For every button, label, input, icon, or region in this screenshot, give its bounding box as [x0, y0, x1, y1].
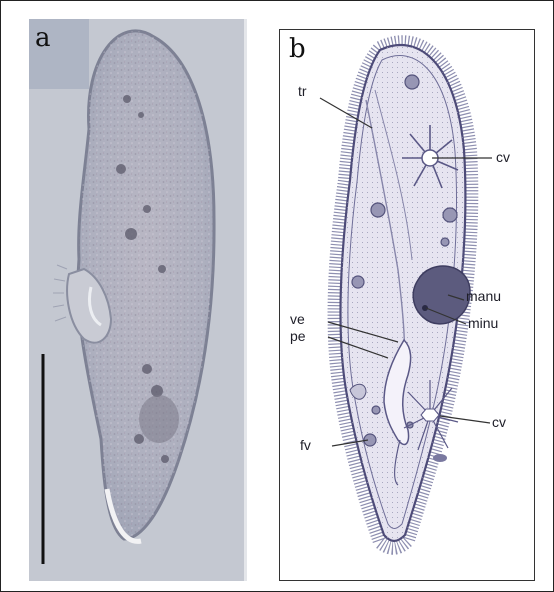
label-pe: pe — [290, 329, 306, 343]
label-ve: ve — [290, 312, 305, 326]
paramecium-diagram — [280, 30, 535, 581]
panel-b-letter: b — [289, 34, 306, 64]
diagram-panel: b tr cv manu minu ve pe cv fv — [279, 29, 535, 581]
label-tr: tr — [298, 84, 307, 98]
panel-a-letter: a — [35, 23, 51, 53]
label-cv-top: cv — [496, 150, 510, 164]
micrograph-panel: a — [29, 19, 244, 581]
label-fv: fv — [300, 438, 311, 452]
label-minu: minu — [468, 316, 498, 330]
label-cv-bottom: cv — [492, 415, 506, 429]
paramecium-micrograph — [29, 19, 244, 581]
label-manu: manu — [466, 289, 501, 303]
panel-divider — [244, 19, 247, 581]
